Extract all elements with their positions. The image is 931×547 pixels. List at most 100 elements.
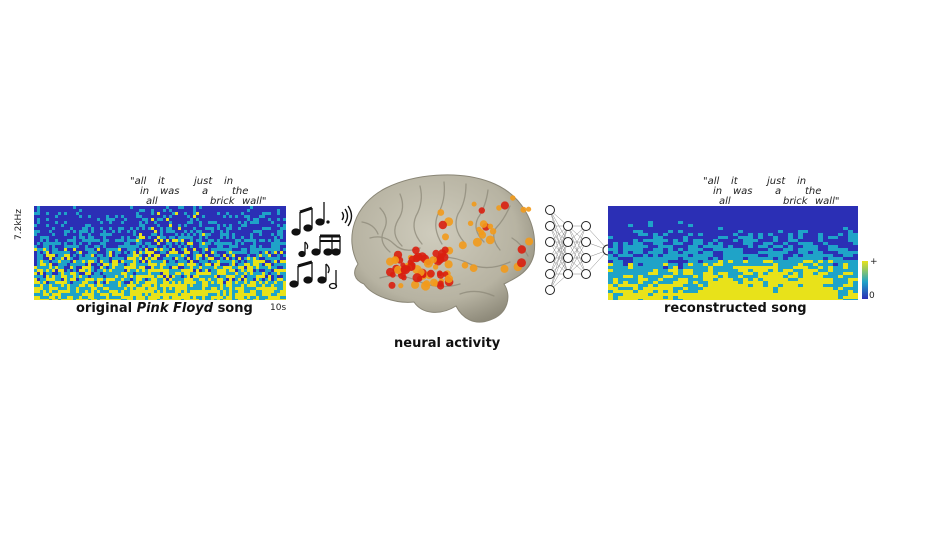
spectrogram-cell bbox=[253, 248, 256, 251]
spectrogram-cell bbox=[139, 239, 142, 242]
spectrogram-cell bbox=[653, 278, 658, 281]
spectrogram-cell bbox=[163, 248, 166, 251]
spectrogram-cell bbox=[693, 275, 698, 278]
spectrogram-cell bbox=[247, 293, 250, 296]
spectrogram-cell bbox=[698, 275, 703, 278]
spectrogram-cell bbox=[67, 260, 70, 263]
spectrogram-cell bbox=[193, 284, 196, 287]
spectrogram-cell bbox=[668, 296, 673, 299]
spectrogram-cell bbox=[130, 287, 133, 290]
spectrogram-cell bbox=[202, 281, 205, 284]
spectrogram-cell bbox=[247, 233, 250, 236]
spectrogram-cell bbox=[693, 257, 698, 260]
spectrogram-cell bbox=[49, 293, 52, 296]
spectrogram-cell bbox=[181, 284, 184, 287]
spectrogram-cell bbox=[703, 272, 708, 275]
spectrogram-cell bbox=[202, 266, 205, 269]
spectrogram-cell bbox=[88, 233, 91, 236]
spectrogram-cell bbox=[274, 260, 277, 263]
spectrogram-cell bbox=[271, 281, 274, 284]
spectrogram-cell bbox=[247, 209, 250, 212]
spectrogram-cell bbox=[613, 254, 618, 257]
spectrogram-cell bbox=[271, 212, 274, 215]
spectrogram-cell bbox=[828, 245, 833, 248]
spectrogram-cell bbox=[788, 272, 793, 275]
spectrogram-cell bbox=[253, 290, 256, 293]
spectrogram-cell bbox=[608, 248, 613, 251]
spectrogram-cell bbox=[169, 236, 172, 239]
spectrogram-cell bbox=[658, 290, 663, 293]
spectrogram-cell bbox=[668, 284, 673, 287]
spectrogram-cell bbox=[758, 281, 763, 284]
spectrogram-cell bbox=[214, 299, 217, 300]
spectrogram-cell bbox=[758, 263, 763, 266]
spectrogram-cell bbox=[88, 275, 91, 278]
spectrogram-cell bbox=[250, 269, 253, 272]
spectrogram-cell bbox=[181, 245, 184, 248]
spectrogram-cell bbox=[843, 287, 848, 290]
spectrogram-cell bbox=[708, 272, 713, 275]
spectrogram-cell bbox=[718, 269, 723, 272]
spectrogram-cell bbox=[151, 233, 154, 236]
spectrogram-cell bbox=[743, 245, 748, 248]
spectrogram-cell bbox=[843, 275, 848, 278]
spectrogram-cell bbox=[196, 293, 199, 296]
spectrogram-cell bbox=[633, 251, 638, 254]
spectrogram-cell bbox=[127, 293, 130, 296]
spectrogram-cell bbox=[783, 266, 788, 269]
spectrogram-cell bbox=[693, 245, 698, 248]
spectrogram-cell bbox=[166, 299, 169, 300]
spectrogram-cell bbox=[154, 257, 157, 260]
spectrogram-cell bbox=[708, 266, 713, 269]
spectrogram-cell bbox=[678, 284, 683, 287]
spectrogram-cell bbox=[136, 275, 139, 278]
spectrogram-cell bbox=[187, 215, 190, 218]
spectrogram-cell bbox=[256, 221, 259, 224]
spectrogram-cell bbox=[169, 299, 172, 300]
spectrogram-cell bbox=[250, 278, 253, 281]
spectrogram-cell bbox=[608, 236, 613, 239]
spectrogram-cell bbox=[698, 242, 703, 245]
spectrogram-cell bbox=[130, 293, 133, 296]
spectrogram-cell bbox=[728, 275, 733, 278]
spectrogram-cell bbox=[160, 281, 163, 284]
spectrogram-cell bbox=[193, 254, 196, 257]
spectrogram-cell bbox=[169, 269, 172, 272]
spectrogram-cell bbox=[223, 299, 226, 300]
spectrogram-cell bbox=[262, 227, 265, 230]
spectrogram-cell bbox=[813, 296, 818, 299]
spectrogram-cell bbox=[58, 257, 61, 260]
spectrogram-cell bbox=[663, 263, 668, 266]
spectrogram-cell bbox=[763, 227, 768, 230]
spectrogram-cell bbox=[718, 293, 723, 296]
spectrogram-cell bbox=[613, 275, 618, 278]
spectrogram-cell bbox=[79, 257, 82, 260]
spectrogram-cell bbox=[743, 293, 748, 296]
spectrogram-cell bbox=[61, 254, 64, 257]
spectrogram-cell bbox=[181, 221, 184, 224]
spectrogram-cell bbox=[653, 254, 658, 257]
spectrogram-cell bbox=[118, 281, 121, 284]
spectrogram-cell bbox=[103, 260, 106, 263]
spectrogram-cell bbox=[106, 254, 109, 257]
spectrogram-cell bbox=[151, 245, 154, 248]
spectrogram-cell bbox=[223, 215, 226, 218]
spectrogram-cell bbox=[232, 236, 235, 239]
spectrogram-cell bbox=[199, 236, 202, 239]
spectrogram-cell bbox=[139, 221, 142, 224]
spectrogram-cell bbox=[55, 269, 58, 272]
spectrogram-cell bbox=[106, 218, 109, 221]
spectrogram-cell bbox=[259, 230, 262, 233]
spectrogram-cell bbox=[693, 290, 698, 293]
spectrogram-cell bbox=[193, 215, 196, 218]
spectrogram-cell bbox=[175, 290, 178, 293]
spectrogram-cell bbox=[217, 269, 220, 272]
spectrogram-cell bbox=[55, 248, 58, 251]
spectrogram-cell bbox=[97, 245, 100, 248]
spectrogram-cell bbox=[46, 260, 49, 263]
spectrogram-cell bbox=[136, 227, 139, 230]
spectrogram-cell bbox=[274, 266, 277, 269]
spectrogram-cell bbox=[693, 263, 698, 266]
spectrogram-cell bbox=[241, 236, 244, 239]
spectrogram-cell bbox=[713, 269, 718, 272]
